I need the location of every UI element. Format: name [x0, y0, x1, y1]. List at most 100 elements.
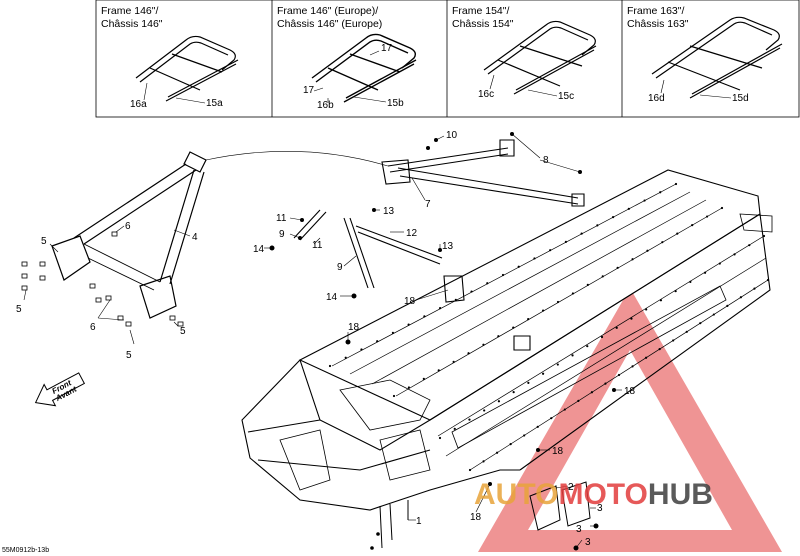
rivet: [407, 386, 411, 389]
rivet: [699, 322, 702, 325]
front-direction-arrow: Front Avant: [34, 372, 86, 407]
rivet: [501, 273, 505, 277]
rivet: [438, 306, 442, 310]
rivet: [533, 257, 536, 260]
rivet: [497, 335, 500, 338]
callout-11: 11: [276, 213, 287, 224]
rivet: [360, 348, 363, 351]
rivet: [766, 278, 770, 282]
rivet: [482, 460, 485, 463]
rivet: [672, 339, 675, 342]
rivet: [453, 427, 456, 430]
rivet: [674, 289, 677, 293]
frame-variant-1-subtitle: Châssis 146": [101, 18, 163, 30]
rivet: [563, 408, 566, 411]
callout-14: 14: [253, 244, 265, 255]
callout-18: 18: [404, 296, 416, 307]
rivet: [616, 266, 619, 269]
frame-variant-3-subtitle: Châssis 154": [452, 18, 514, 30]
rivet: [604, 382, 607, 385]
rivet: [422, 377, 425, 381]
rivet-pattern: [328, 182, 770, 472]
rivet: [470, 290, 473, 293]
rivet: [643, 199, 646, 202]
callout-10: 10: [446, 130, 458, 141]
frame-variant-3-title: Frame 154"/: [452, 5, 509, 17]
rivet: [631, 258, 634, 261]
rivet: [536, 425, 539, 428]
rivet: [748, 244, 751, 247]
callout-5: 5: [41, 236, 47, 247]
rivet: [705, 215, 709, 218]
rivet: [483, 409, 486, 412]
rivet: [482, 343, 485, 346]
rivet: [328, 364, 332, 368]
rivet: [509, 442, 512, 446]
callout-1: 1: [416, 516, 422, 527]
callout-13: 13: [383, 206, 395, 217]
rivet: [571, 354, 574, 357]
steering-support-assembly: [51, 151, 389, 319]
frame-variant-4-title: Frame 163"/: [627, 5, 684, 17]
callout-9: 9: [279, 229, 285, 240]
rivet: [718, 262, 721, 265]
callout-12: 12: [406, 228, 418, 239]
rivet: [703, 271, 707, 274]
rivet: [541, 372, 545, 375]
rivet: [423, 315, 426, 318]
callout-13: 13: [442, 241, 454, 252]
frame-variant-1-title: Frame 146"/: [101, 5, 158, 17]
callout-17: 17: [381, 43, 393, 54]
rivet: [549, 249, 552, 252]
watermark-moto: MOTO: [558, 478, 647, 511]
rivet: [586, 345, 589, 348]
rivet: [467, 352, 470, 355]
rail-kit-illustration: [135, 35, 239, 102]
rivet: [468, 468, 472, 472]
rivet: [615, 326, 618, 329]
callout-6: 6: [90, 322, 96, 333]
frame-variant-2-title: Frame 146" (Europe)/: [277, 5, 378, 17]
rivet: [550, 417, 553, 420]
rivet: [712, 313, 715, 316]
rivet: [527, 381, 530, 385]
rivet: [541, 309, 545, 312]
callout-14: 14: [326, 292, 338, 303]
rivet: [486, 282, 489, 285]
frame-variant-3: Frame 154"/ Châssis 154" 16c 15c: [452, 5, 597, 102]
rivet: [601, 275, 604, 278]
rivet: [631, 365, 634, 368]
rivet: [646, 249, 649, 252]
rivet: [376, 340, 379, 343]
callout-16c: 16c: [478, 89, 494, 100]
rivet: [577, 399, 580, 403]
rivet: [571, 292, 575, 295]
callout-15a: 15a: [206, 98, 223, 109]
frame-variant-2: Frame 146" (Europe)/ Châssis 146" (Europ…: [277, 5, 417, 111]
rivet: [512, 326, 515, 329]
callout-5: 5: [16, 304, 22, 315]
rivet: [527, 317, 530, 321]
rivet: [596, 224, 599, 227]
rivet: [720, 206, 724, 210]
rivet: [407, 323, 410, 326]
rivet: [753, 287, 756, 290]
rivet: [674, 182, 678, 186]
rivet: [391, 331, 395, 335]
rivet: [512, 390, 515, 394]
rivet: [438, 436, 442, 440]
rivet: [659, 299, 663, 302]
rail-kit-illustration: [311, 33, 417, 103]
rivet: [733, 253, 736, 256]
watermark-auto: AUTO: [474, 478, 558, 511]
callout-17: 17: [303, 85, 315, 96]
leader-lines: [23, 133, 622, 549]
rivet: [739, 296, 743, 299]
figure-code: 55M0912b-13b: [2, 547, 49, 554]
upper-column-bars: [293, 139, 585, 351]
callout-18: 18: [348, 322, 360, 333]
frame-variant-4-subtitle: Châssis 163": [627, 18, 689, 30]
rivet: [676, 232, 679, 235]
callout-3: 3: [576, 524, 582, 535]
